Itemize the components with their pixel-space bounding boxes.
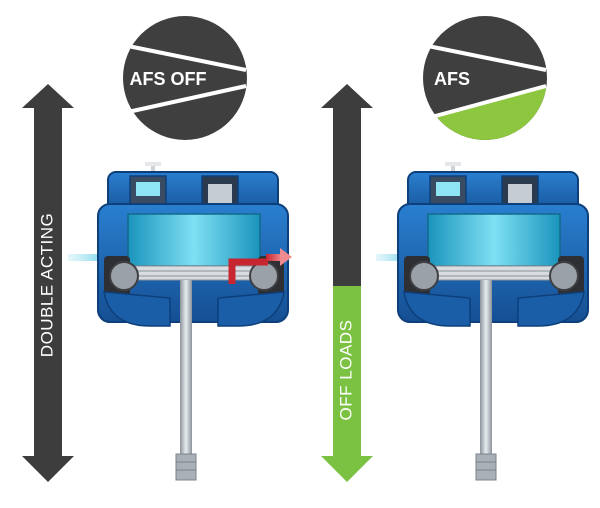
discharge-flow-left [228, 248, 292, 284]
off-loads-arrow: OFF LOADS [321, 84, 373, 482]
double-acting-label: DOUBLE ACTING [37, 213, 56, 357]
afs-off-label: AFS OFF [130, 69, 207, 89]
piston-rod-left [180, 280, 192, 456]
compressor-right [376, 162, 589, 481]
off-loads-label: OFF LOADS [336, 320, 355, 421]
double-acting-arrow: DOUBLE ACTING [22, 84, 74, 482]
left-panel: DOUBLE ACTING AFS OFF [22, 16, 292, 482]
right-panel: OFF LOADS AFS [321, 16, 589, 482]
intake-flow-left [68, 254, 118, 261]
compressor-left [68, 162, 292, 481]
cylinder-left [127, 213, 261, 267]
afs-on-badge: AFS [423, 16, 547, 140]
cylinder-right [427, 213, 561, 267]
piston-rod-right [480, 280, 492, 456]
afs-label: AFS [434, 69, 470, 89]
afs-off-badge: AFS OFF [123, 16, 247, 140]
